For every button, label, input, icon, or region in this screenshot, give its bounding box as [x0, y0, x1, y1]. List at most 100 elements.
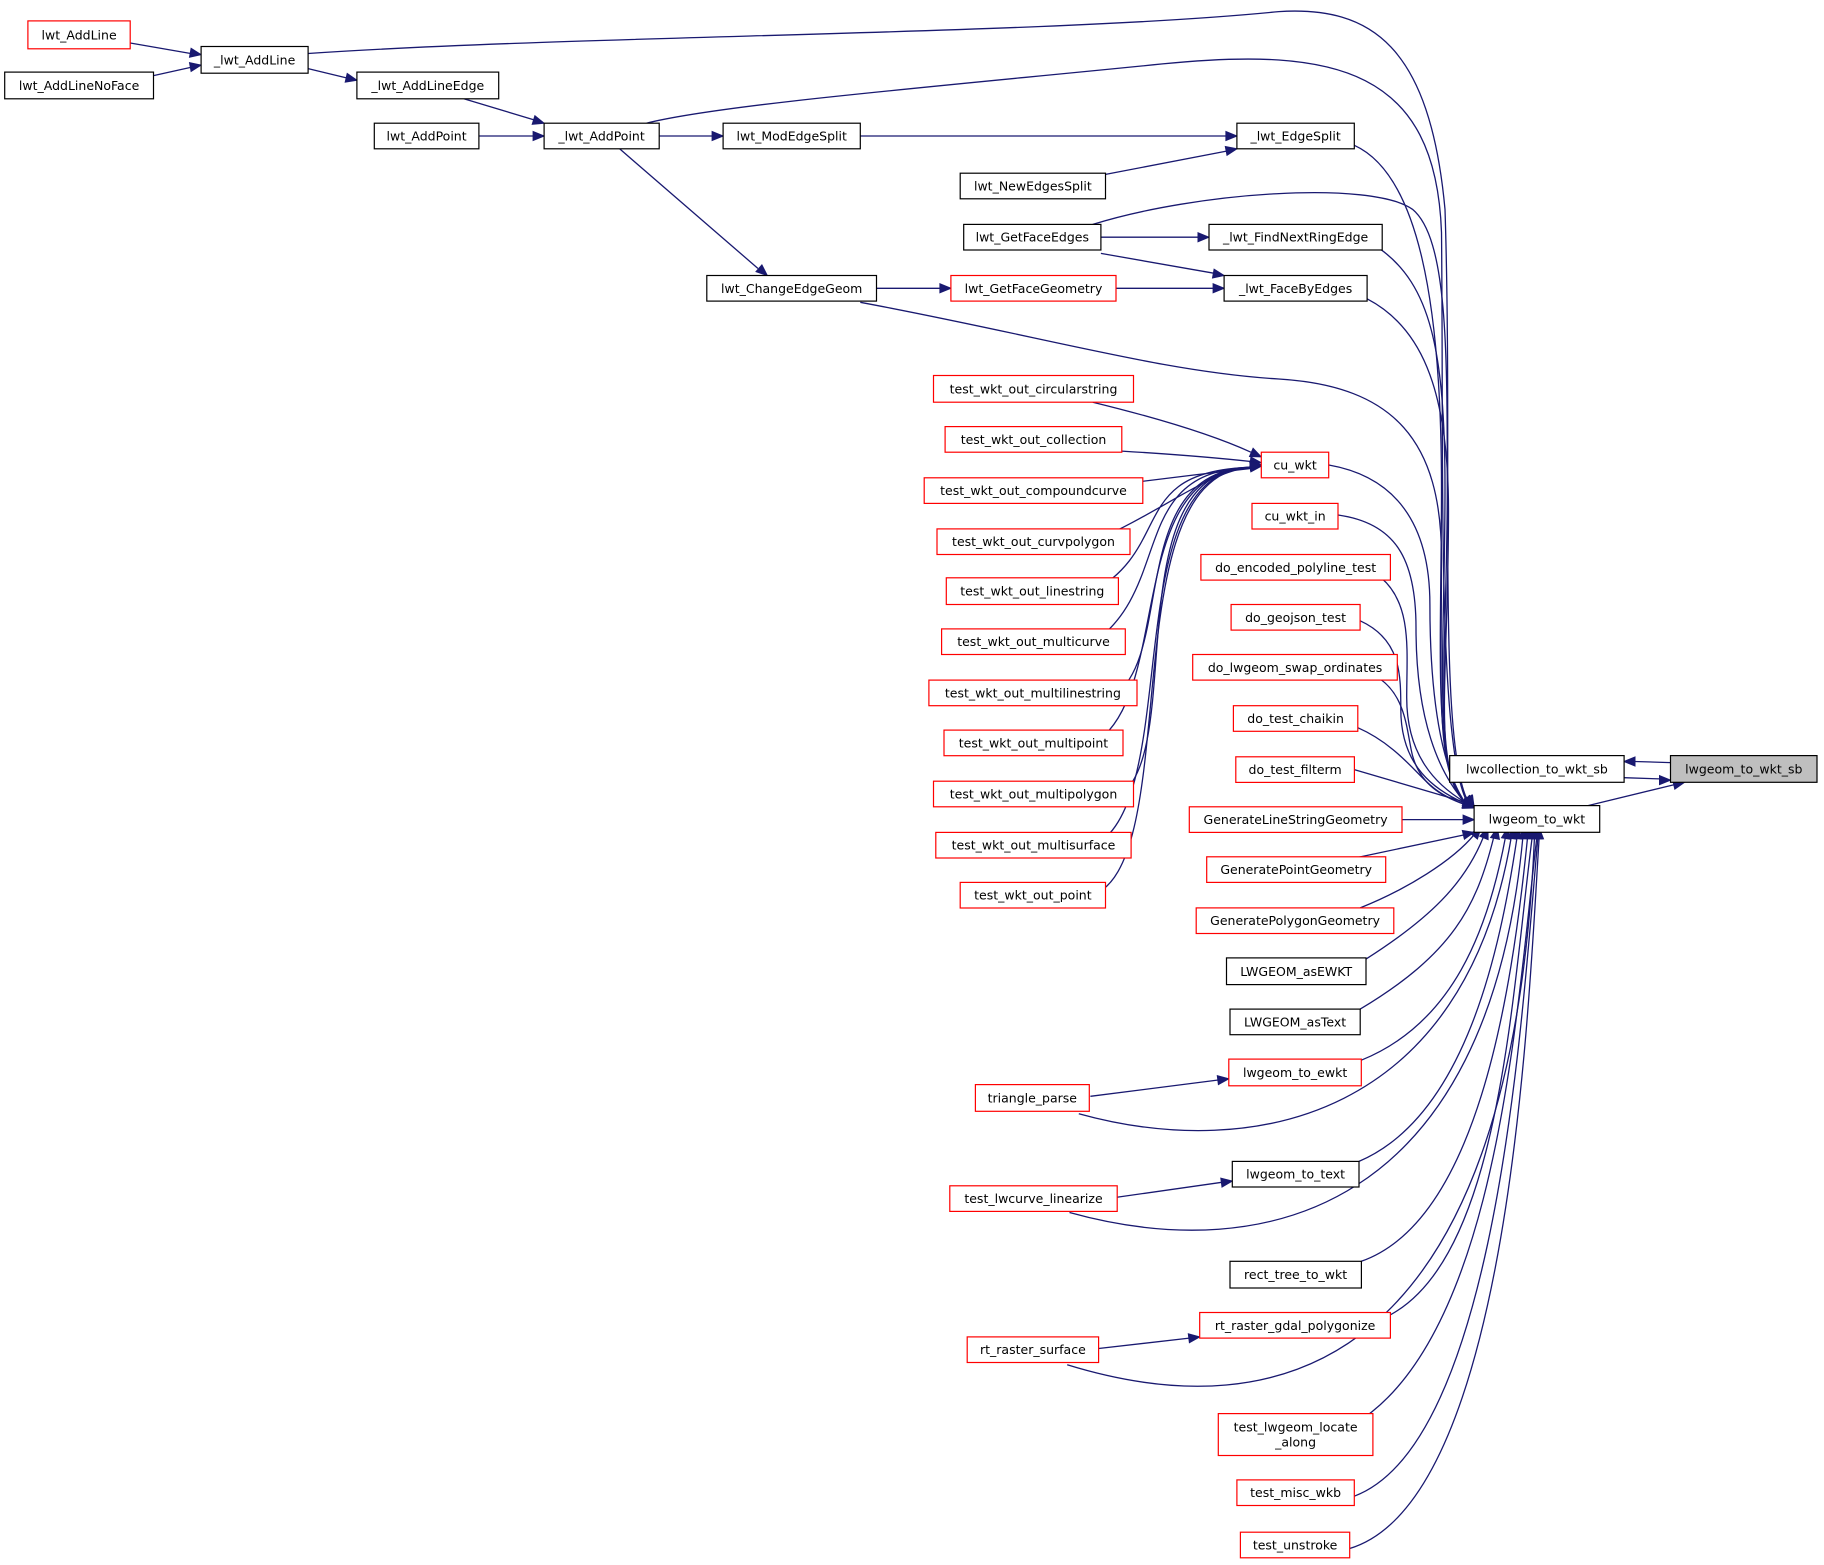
node-lwgeom-astext[interactable]: LWGEOM_asText	[1229, 1008, 1361, 1036]
call-edge	[130, 42, 191, 55]
arrow-head	[1187, 1333, 1202, 1344]
node-test-wkt-out-linestring[interactable]: test_wkt_out_linestring	[945, 577, 1119, 606]
node-box	[1669, 754, 1818, 783]
node-box	[1449, 754, 1625, 783]
node-triangle-parse[interactable]: triangle_parse	[974, 1083, 1090, 1112]
call-edge	[1366, 298, 1466, 803]
node-box	[1192, 653, 1398, 681]
node-test-wkt-out-multipolygon[interactable]: test_wkt_out_multipolygon	[932, 780, 1135, 808]
node-label: rt_raster_gdal_polygonize	[1215, 1318, 1376, 1333]
node-generatelinestringgeometry[interactable]: GenerateLineStringGeometry	[1188, 806, 1403, 833]
node-test-wkt-out-circularstring[interactable]: test_wkt_out_circularstring	[932, 374, 1135, 403]
node-lwt-addpoint[interactable]: _lwt_AddPoint	[543, 122, 660, 150]
node-label: _lwt_AddPoint	[557, 129, 644, 144]
node-generatepointgeometry[interactable]: GeneratePointGeometry	[1206, 856, 1387, 883]
node-test-wkt-out-compoundcurve[interactable]: test_wkt_out_compoundcurve	[923, 477, 1144, 504]
node-label: _lwt_FaceByEdges	[1238, 281, 1352, 296]
node-label: LWGEOM_asText	[1244, 1014, 1346, 1029]
node-label: cu_wkt_in	[1265, 509, 1326, 524]
node-label: do_test_filterm	[1249, 762, 1342, 777]
node-cu-wkt[interactable]: cu_wkt	[1260, 451, 1330, 479]
node-lwgeom-to-ewkt[interactable]: lwgeom_to_ewkt	[1228, 1058, 1362, 1087]
node-generatepolygongeometry[interactable]: GeneratePolygonGeometry	[1195, 907, 1395, 935]
node-box	[200, 45, 309, 74]
node-label: test_wkt_out_curvpolygon	[952, 534, 1115, 549]
node-box	[935, 831, 1132, 859]
node-label: rt_raster_surface	[980, 1342, 1086, 1357]
node-test-wkt-out-collection[interactable]: test_wkt_out_collection	[944, 426, 1123, 453]
node-rect-tree-to-wkt[interactable]: rect_tree_to_wkt	[1229, 1260, 1362, 1289]
node-label: test_wkt_out_collection	[961, 432, 1107, 447]
node-test-unstroke[interactable]: test_unstroke	[1239, 1531, 1351, 1559]
node-rt-raster-surface[interactable]: rt_raster_surface	[966, 1336, 1100, 1364]
node-do-encoded-polyline-test[interactable]: do_encoded_polyline_test	[1200, 553, 1392, 581]
call-edge	[1092, 466, 1251, 644]
node-lwcollection-to-wkt-sb[interactable]: lwcollection_to_wkt_sb	[1449, 754, 1625, 783]
arrow-head	[531, 114, 546, 125]
node-lwt-newedgessplit[interactable]: lwt_NewEdgesSplit	[959, 172, 1107, 200]
node-lwt-modedgesplit[interactable]: lwt_ModEdgeSplit	[722, 122, 861, 150]
node-do-test-filterm[interactable]: do_test_filterm	[1235, 756, 1356, 783]
node-box	[706, 274, 878, 302]
node-do-geojson-test[interactable]: do_geojson_test	[1230, 603, 1361, 631]
arrow-head	[1463, 794, 1475, 808]
node-do-lwgeom-swap-ordinates[interactable]: do_lwgeom_swap_ordinates	[1192, 653, 1398, 681]
call-edge	[1353, 836, 1538, 1425]
node-lwt-addlinenoface[interactable]: lwt_AddLineNoFace	[4, 71, 155, 100]
node-rt-raster-gdal-polygonize[interactable]: rt_raster_gdal_polygonize	[1199, 1311, 1391, 1339]
node-test-wkt-out-multisurface[interactable]: test_wkt_out_multisurface	[935, 831, 1132, 859]
node-lwt-addline[interactable]: lwt_AddLine	[27, 20, 131, 50]
node-box	[1473, 804, 1601, 833]
node-do-test-chaikin[interactable]: do_test_chaikin	[1232, 705, 1359, 732]
node-box	[373, 122, 480, 150]
node-test-wkt-out-curvpolygon[interactable]: test_wkt_out_curvpolygon	[936, 528, 1131, 556]
call-edge	[1349, 836, 1540, 1550]
node-lwt-getfacegeometry[interactable]: lwt_GetFaceGeometry	[950, 274, 1117, 302]
node-lwt-edgesplit[interactable]: _lwt_EdgeSplit	[1236, 122, 1355, 150]
node-test-wkt-out-multicurve[interactable]: test_wkt_out_multicurve	[940, 628, 1126, 656]
node-label: lwt_NewEdgesSplit	[974, 179, 1092, 194]
node-lwgeom-to-wkt[interactable]: lwgeom_to_wkt	[1473, 804, 1601, 833]
node-label: _lwt_FindNextRingEdge	[1222, 230, 1369, 245]
call-edge	[1078, 836, 1512, 1132]
node-label: test_wkt_out_point	[974, 888, 1092, 903]
node-lwt-addpoint[interactable]: lwt_AddPoint	[373, 122, 480, 150]
node-lwt-addlineedge[interactable]: _lwt_AddLineEdge	[356, 71, 500, 100]
node-box	[1228, 1058, 1362, 1087]
node-test-misc-wkb[interactable]: test_misc_wkb	[1236, 1479, 1355, 1507]
node-lwgeom-asewkt[interactable]: LWGEOM_asEWKT	[1225, 957, 1367, 986]
node-lwgeom-to-text[interactable]: lwgeom_to_text	[1231, 1160, 1360, 1188]
node-box	[1225, 957, 1367, 986]
node-test-wkt-out-point[interactable]: test_wkt_out_point	[959, 881, 1107, 909]
node-test-lwgeom-locate-along[interactable]: test_lwgeom_locate_along	[1217, 1412, 1374, 1457]
node-test-lwcurve-linearize[interactable]: test_lwcurve_linearize	[949, 1185, 1118, 1213]
node-label: triangle_parse	[988, 1091, 1078, 1106]
node-label: _lwt_EdgeSplit	[1249, 129, 1340, 144]
node-box	[1231, 1160, 1360, 1188]
arrow-head	[1659, 774, 1672, 786]
node-lwt-findnextringedge[interactable]: _lwt_FindNextRingEdge	[1208, 223, 1383, 251]
node-label: lwt_AddLineNoFace	[19, 78, 140, 93]
arrow-head	[1216, 1075, 1231, 1086]
call-edge	[307, 67, 347, 79]
node-lwgeom-to-wkt-sb[interactable]: lwgeom_to_wkt_sb	[1669, 754, 1818, 783]
node-label: test_wkt_out_multisurface	[952, 838, 1116, 853]
call-edge	[1090, 1079, 1219, 1097]
node-test-wkt-out-multipoint[interactable]: test_wkt_out_multipoint	[943, 729, 1124, 757]
node-box	[959, 172, 1107, 200]
node-lwt-addline[interactable]: _lwt_AddLine	[200, 45, 309, 74]
node-lwt-getfaceedges[interactable]: lwt_GetFaceEdges	[963, 223, 1102, 251]
node-test-wkt-out-multilinestring[interactable]: test_wkt_out_multilinestring	[928, 679, 1138, 707]
node-lwt-changeedgegeom[interactable]: lwt_ChangeEdgeGeom	[706, 274, 878, 302]
arrow-head	[1220, 1177, 1234, 1188]
node-box	[1251, 502, 1339, 530]
node-lwt-facebyedges[interactable]: _lwt_FaceByEdges	[1223, 274, 1368, 302]
node-box	[923, 477, 1144, 504]
node-box	[1208, 223, 1383, 251]
node-box	[1217, 1412, 1374, 1457]
node-cu-wkt-in[interactable]: cu_wkt_in	[1251, 502, 1339, 530]
node-box	[4, 71, 155, 100]
call-edge	[153, 66, 191, 77]
arrow-head	[1533, 826, 1545, 840]
